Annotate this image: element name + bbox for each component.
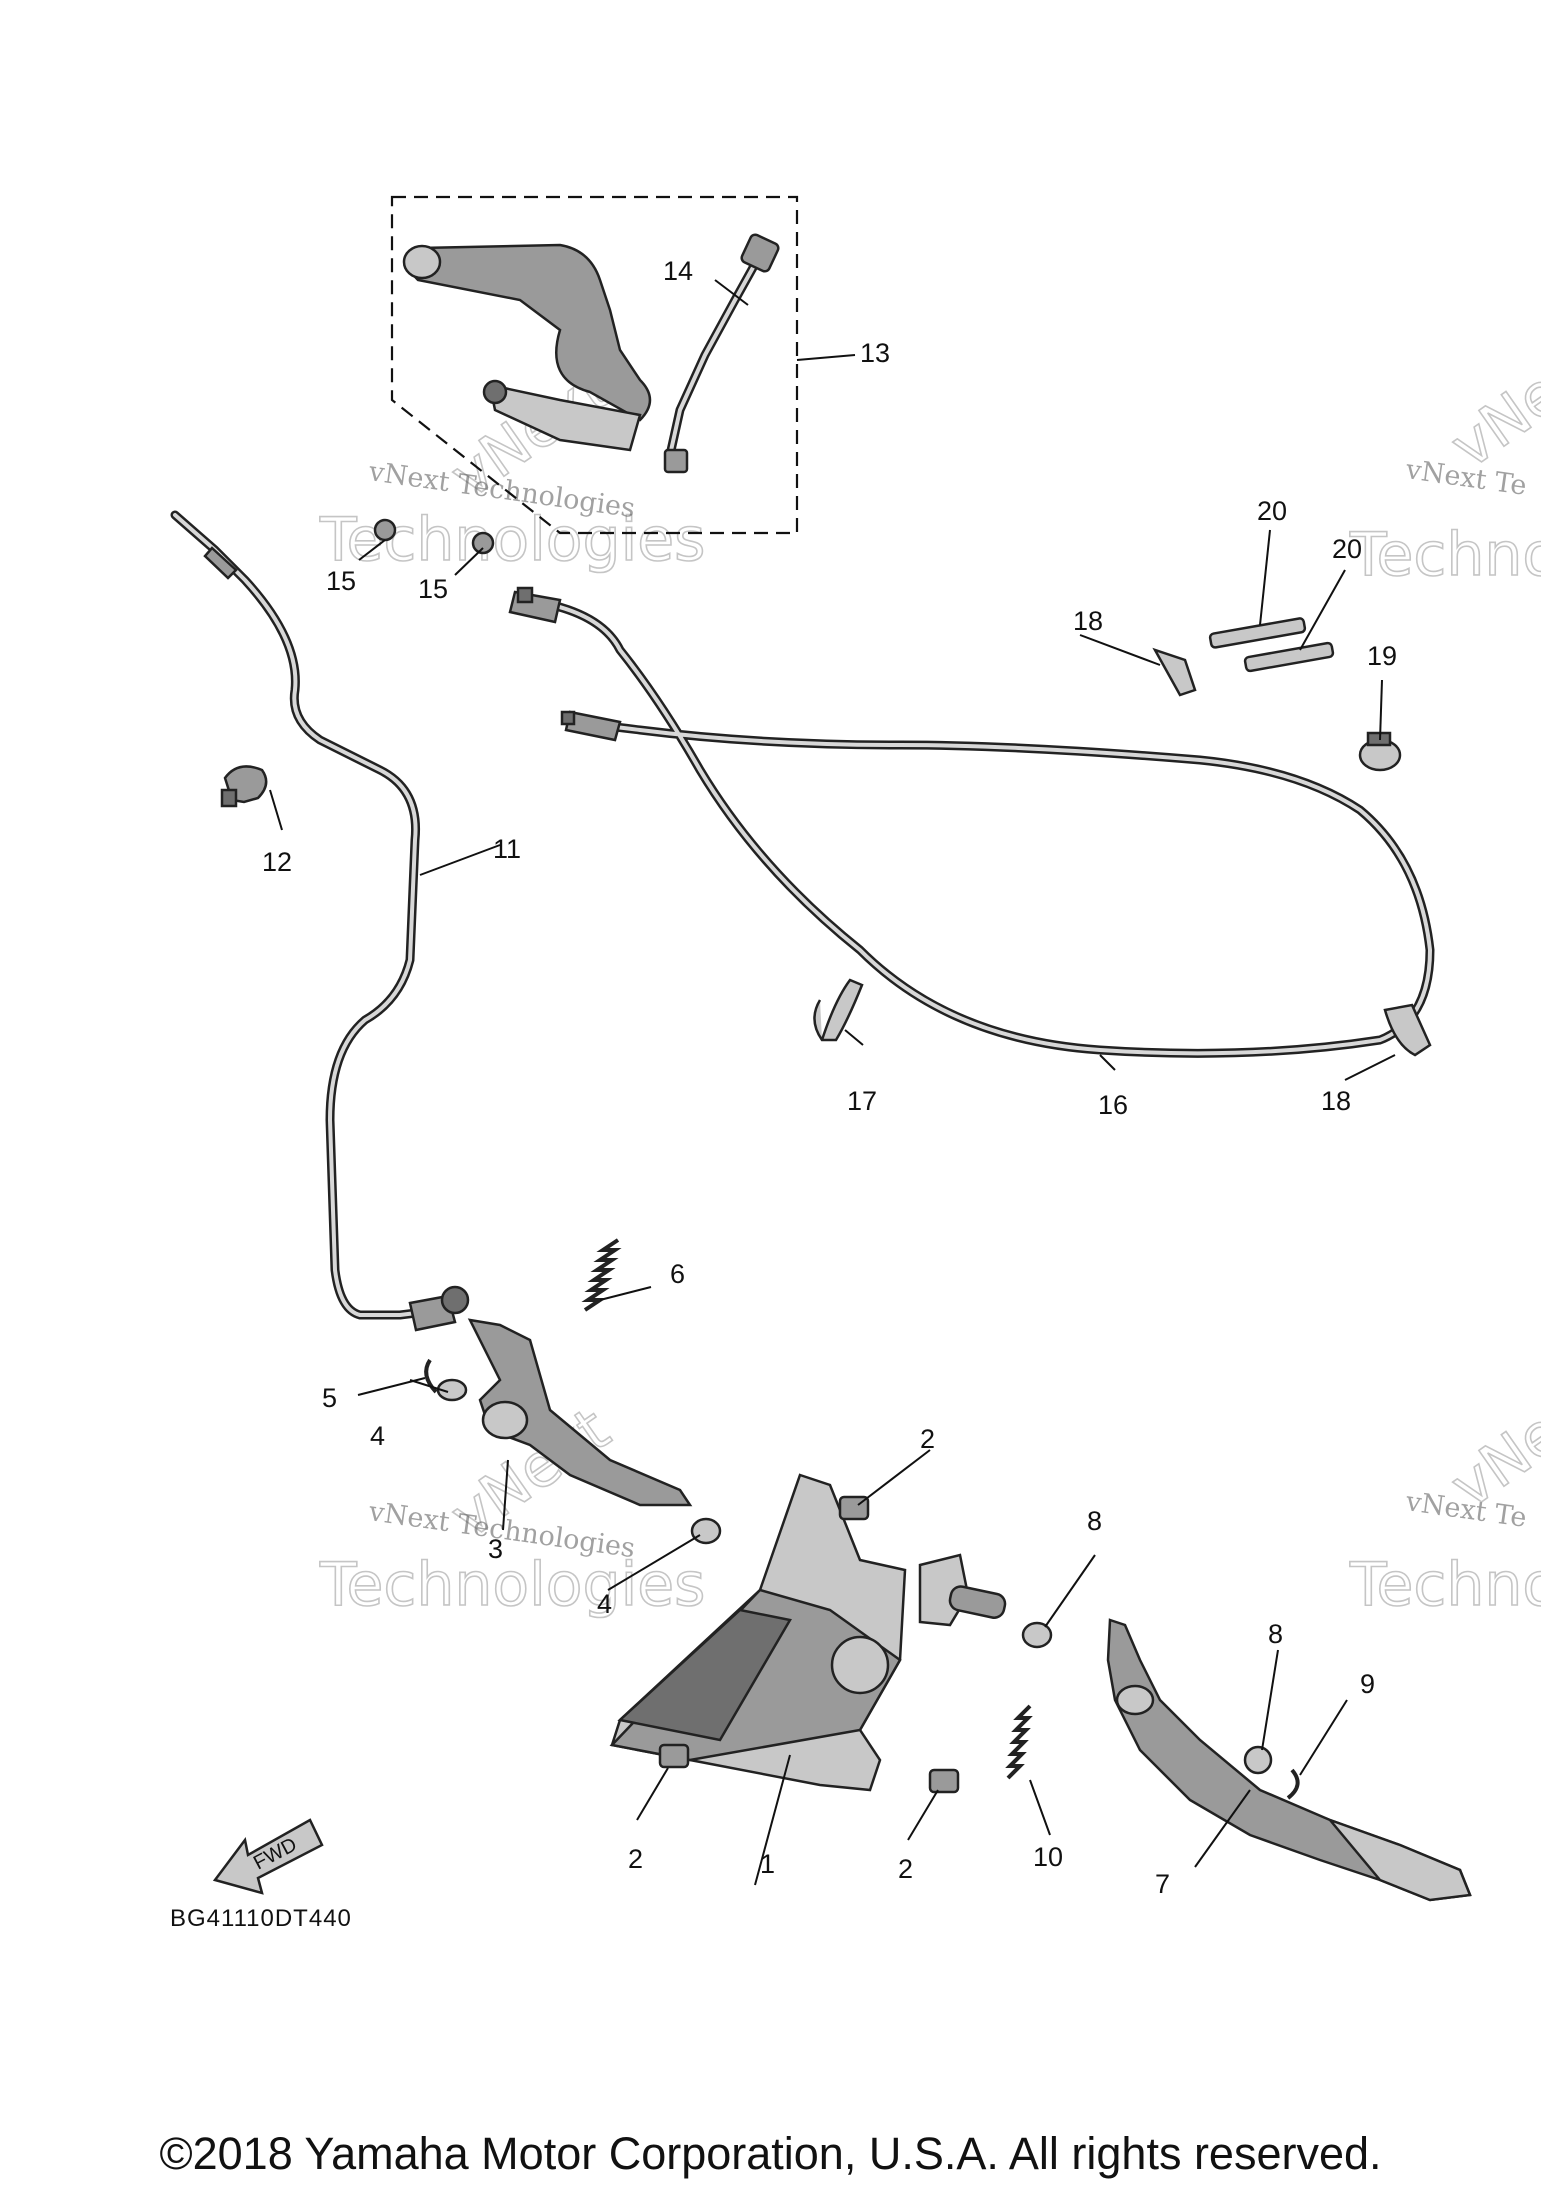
callout-12: 12	[262, 847, 292, 877]
callout-2: 2	[898, 1854, 913, 1884]
brake-lever-cable	[663, 233, 780, 474]
callout-20: 20	[1257, 496, 1287, 526]
callout-15: 15	[326, 566, 356, 596]
callout-8: 8	[1087, 1506, 1102, 1536]
snap-clip	[424, 1358, 1300, 1800]
brake-pedal	[1106, 1618, 1472, 1902]
watermark-outline: Technologies	[319, 505, 705, 575]
callout-10: 10	[1033, 1842, 1063, 1872]
brake-arm	[467, 1318, 693, 1507]
callout-13: 13	[860, 338, 890, 368]
callout-17: 17	[847, 1086, 877, 1116]
callout-11: 11	[493, 834, 521, 864]
watermark-outline: Techno	[1349, 1550, 1541, 1620]
watermark-outline: Technologies	[319, 1550, 705, 1620]
pedal-bracket	[609, 1473, 1007, 1792]
callout-2: 2	[628, 1844, 643, 1874]
callout-20: 20	[1332, 534, 1362, 564]
cable-tie	[813, 978, 864, 1042]
cable-sleeve	[1208, 617, 1335, 673]
return-spring	[581, 1238, 1033, 1780]
watermark-outline: vNext	[1438, 324, 1541, 482]
callout-5: 5	[322, 1383, 337, 1413]
watermark-outline: Techno	[1349, 520, 1541, 590]
callout-numbers: 1 2 2 2 3 4 4 5 6 7 8 8 9 10 11 12 13 14…	[262, 256, 1397, 1899]
leader-lines	[269, 279, 1396, 1886]
callout-1: 1	[760, 1849, 775, 1879]
callout-7: 7	[1155, 1869, 1170, 1899]
callout-6: 6	[670, 1259, 685, 1289]
callout-19: 19	[1367, 641, 1397, 671]
brake-cable	[170, 510, 470, 1332]
callout-2: 2	[920, 1424, 935, 1454]
lever-bolt	[373, 518, 495, 555]
callout-15: 15	[418, 574, 448, 604]
washer	[436, 1378, 1273, 1775]
copyright-notice: ©2018 Yamaha Motor Corporation, U.S.A. A…	[159, 2128, 1382, 2179]
callout-3: 3	[488, 1534, 503, 1564]
cable-guide	[1152, 647, 1432, 1057]
callout-9: 9	[1360, 1669, 1375, 1699]
callout-18: 18	[1073, 606, 1103, 636]
callout-8: 8	[1268, 1619, 1283, 1649]
callout-4: 4	[597, 1589, 612, 1619]
callout-18: 18	[1321, 1086, 1351, 1116]
callout-4: 4	[370, 1421, 385, 1451]
forward-arrow-icon: FWD	[212, 1818, 324, 1895]
callout-14: 14	[663, 256, 693, 286]
cable-band	[1358, 731, 1402, 772]
brake-lever	[402, 243, 652, 452]
lever-assembly-box	[390, 195, 799, 535]
callout-16: 16	[1098, 1090, 1128, 1120]
reference-code: BG41110DT440	[170, 1905, 352, 1932]
cable-clamp	[220, 765, 268, 808]
